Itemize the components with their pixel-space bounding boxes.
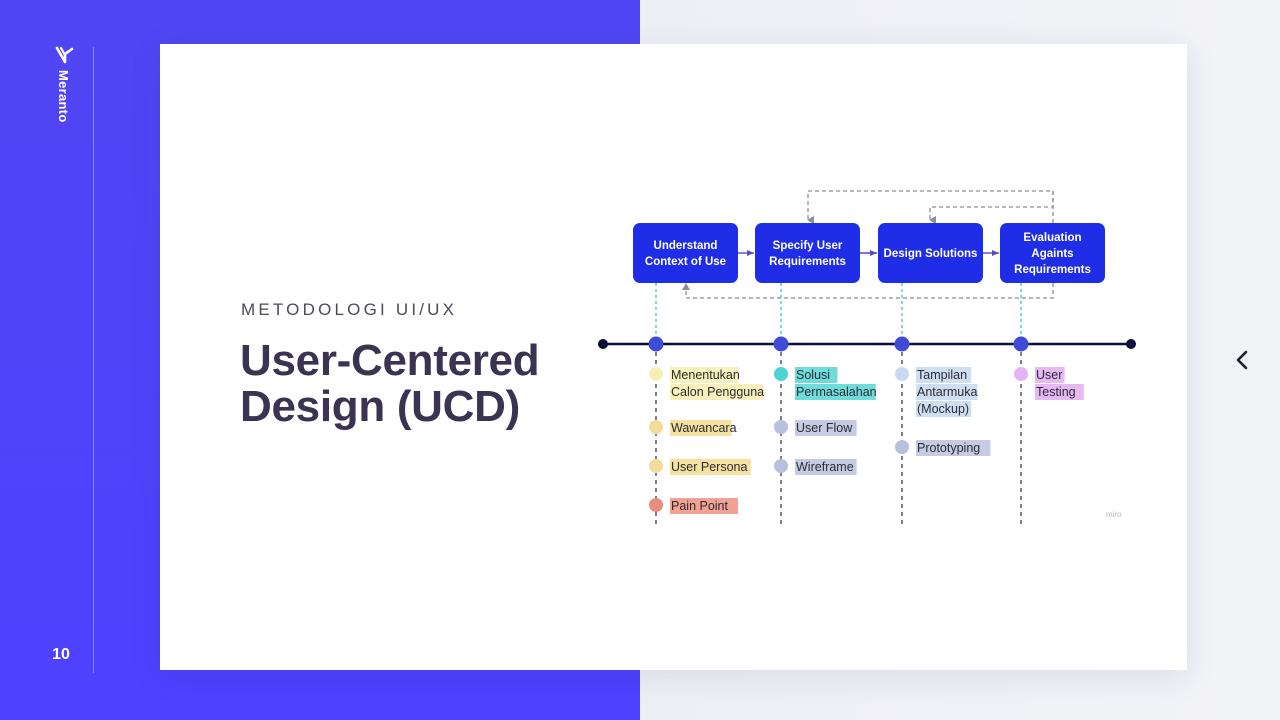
step-label-line: Againts	[1031, 248, 1073, 260]
activity-dot	[774, 420, 788, 434]
activity-highlight	[670, 459, 751, 475]
activity-dot	[895, 367, 909, 381]
timeline-start-cap	[598, 339, 608, 349]
timeline-end-cap	[1126, 339, 1136, 349]
activity-item: Prototyping	[895, 440, 991, 456]
activity-label: Tampilan	[917, 368, 967, 382]
activity-item: Wawancara	[649, 420, 737, 436]
activity-highlight	[916, 384, 978, 400]
slide-card	[160, 44, 1187, 670]
timeline-node	[773, 336, 789, 352]
activity-highlight	[795, 384, 876, 400]
step-box-shape	[1000, 223, 1105, 283]
activity-highlight	[670, 384, 764, 400]
activity-dot	[1014, 367, 1028, 381]
activity-label: Wireframe	[796, 460, 854, 474]
activity-highlight	[795, 367, 838, 383]
slide-number: 10	[52, 646, 70, 663]
activity-highlight	[670, 420, 732, 436]
step-label-line: Requirements	[1014, 264, 1091, 276]
activity-highlight	[670, 498, 738, 514]
activity-dot	[649, 367, 663, 381]
activity-dot	[649, 498, 663, 512]
miro-watermark: miro	[1106, 510, 1122, 519]
step-label-line: Understand	[654, 240, 718, 252]
timeline-node	[648, 336, 664, 352]
step-label-line: Context of Use	[645, 256, 726, 268]
activity-dot	[895, 440, 909, 454]
slide-title-line-2: Design (UCD)	[240, 382, 520, 431]
step-label-line: Specify User	[773, 240, 843, 252]
slide-title-line-1: User-Centered	[240, 336, 540, 385]
chevron-left-icon[interactable]	[1228, 344, 1256, 376]
activity-label: Menentukan	[671, 368, 740, 382]
activity-item: User Flow	[774, 420, 857, 436]
timeline-node	[1013, 336, 1029, 352]
activity-highlight	[795, 459, 857, 475]
slide-title: User-Centered Design (UCD)	[240, 338, 600, 430]
activity-label: Prototyping	[917, 441, 980, 455]
activity-highlight	[795, 420, 857, 436]
activity-label: User Persona	[671, 460, 747, 474]
activity-highlight	[1035, 384, 1084, 400]
activity-label: Pain Point	[671, 499, 729, 513]
sidebar-divider	[93, 47, 94, 673]
activity-highlight	[916, 367, 972, 383]
slide-eyebrow: METODOLOGI UI/UX	[241, 300, 458, 319]
feedback-loop-arrowhead	[682, 283, 690, 290]
step-box-shape	[878, 223, 983, 283]
meranto-logo-icon	[55, 46, 74, 64]
step-label-line: Requirements	[769, 256, 846, 268]
activity-highlight	[670, 367, 738, 383]
activity-highlight	[916, 440, 991, 456]
step-box-shape	[755, 223, 860, 283]
timeline-node	[894, 336, 910, 352]
feedback-loop-to-design	[929, 191, 1054, 224]
activity-highlight	[1035, 367, 1065, 383]
activity-highlight	[916, 401, 972, 417]
activity-label: Wawancara	[671, 421, 737, 435]
activity-label: User Flow	[796, 421, 853, 435]
feedback-loop-to-context	[685, 283, 1054, 299]
activity-item: Pain Point	[649, 498, 738, 514]
activity-item: User Persona	[649, 459, 751, 475]
step-label-line: Design Solutions	[884, 248, 978, 260]
activity-dot	[649, 420, 663, 434]
activity-label: Antarmuka	[917, 385, 977, 399]
step-label-line: Evaluation	[1023, 232, 1081, 244]
activity-item: Wireframe	[774, 459, 857, 475]
step-box-shape	[633, 223, 738, 283]
step-box-3: Design Solutions	[878, 223, 983, 283]
activity-label: Solusi	[796, 368, 830, 382]
activity-label: (Mockup)	[917, 402, 969, 416]
activity-dot	[649, 459, 663, 473]
activity-label: Calon Pengguna	[671, 385, 764, 399]
activity-label: Testing	[1036, 385, 1076, 399]
activity-label: Permasalahan	[796, 385, 877, 399]
activity-label: User	[1036, 368, 1062, 382]
activity-dot	[774, 367, 788, 381]
activity-dot	[774, 459, 788, 473]
